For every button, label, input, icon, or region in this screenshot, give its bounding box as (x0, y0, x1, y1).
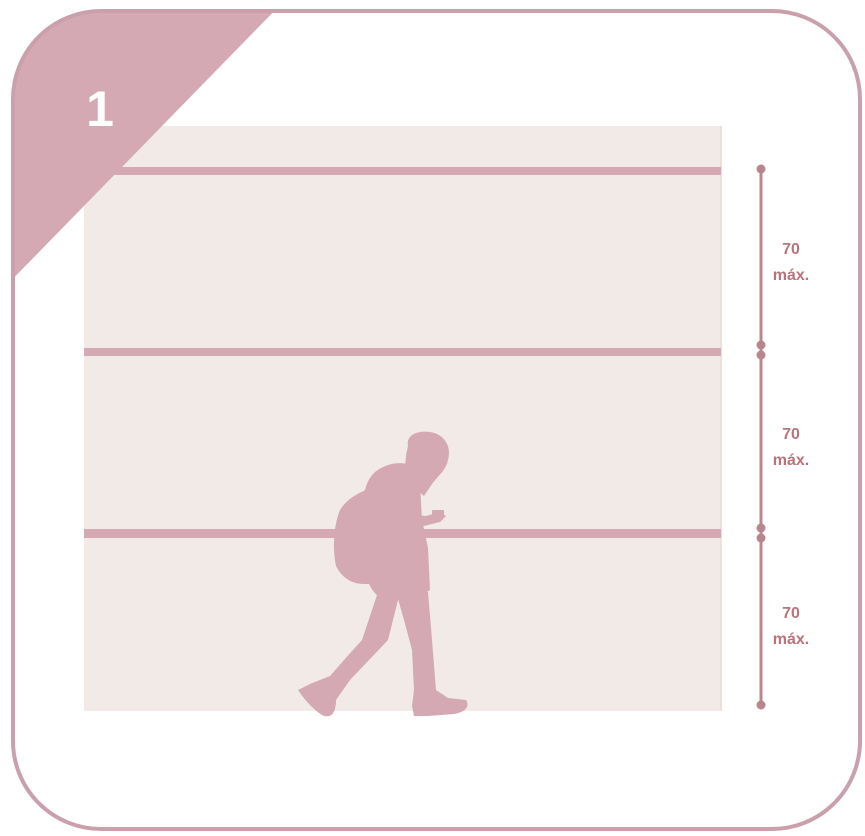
dimension-marker-1b (757, 351, 766, 360)
dimension-unit-2: máx. (773, 452, 809, 469)
dimension-marker-1a (757, 341, 766, 350)
dimension-unit-3: máx. (773, 631, 809, 648)
dimension-value-1: 70 (782, 241, 800, 258)
dimension-marker-bottom (757, 701, 766, 710)
dimension-marker-top (757, 165, 766, 174)
dimension-unit-1: máx. (773, 267, 809, 284)
shelf-rail-middle (84, 348, 721, 356)
dimension-value-3: 70 (782, 605, 800, 622)
step-number: 1 (86, 81, 114, 137)
dimension-value-2: 70 (782, 426, 800, 443)
shelf-rail-top (84, 167, 721, 175)
dimension-marker-2a (757, 524, 766, 533)
dimension-marker-2b (757, 534, 766, 543)
wall-area (84, 126, 722, 711)
